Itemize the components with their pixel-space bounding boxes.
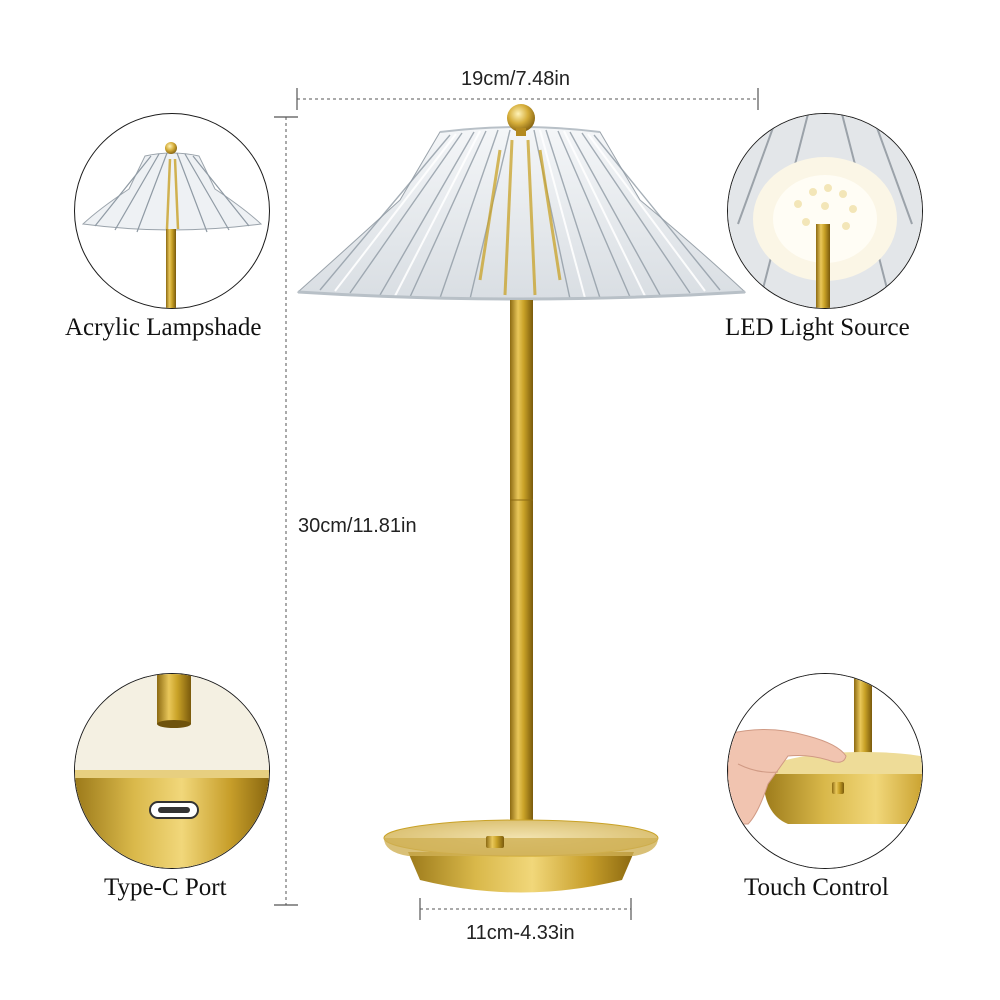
port-detail-image — [75, 674, 269, 868]
finial-knob — [507, 104, 535, 132]
touch-button — [486, 836, 504, 848]
touch-feature-label: Touch Control — [744, 874, 889, 901]
finger-icon — [728, 729, 847, 825]
touch-detail-circle — [727, 673, 923, 869]
touch-detail-image — [728, 674, 922, 868]
height-dimension-label: 30cm/11.81in — [298, 515, 417, 537]
lampshade-detail-image — [81, 142, 263, 308]
lamp-stem — [510, 300, 533, 840]
dimension-lines — [285, 98, 758, 910]
lampshade-detail-circle — [74, 113, 270, 309]
width-dimension-label: 19cm/7.48in — [461, 68, 570, 90]
lampshade-feature-label: Acrylic Lampshade — [65, 314, 262, 341]
port-feature-label: Type-C Port — [104, 874, 227, 901]
port-detail-circle — [74, 673, 270, 869]
led-detail-image — [728, 114, 922, 308]
lamp-base — [383, 819, 659, 893]
base-dimension-label: 11cm-4.33in — [466, 922, 575, 944]
led-detail-circle — [727, 113, 923, 309]
lampshade-shape — [296, 126, 747, 301]
led-feature-label: LED Light Source — [725, 314, 910, 341]
